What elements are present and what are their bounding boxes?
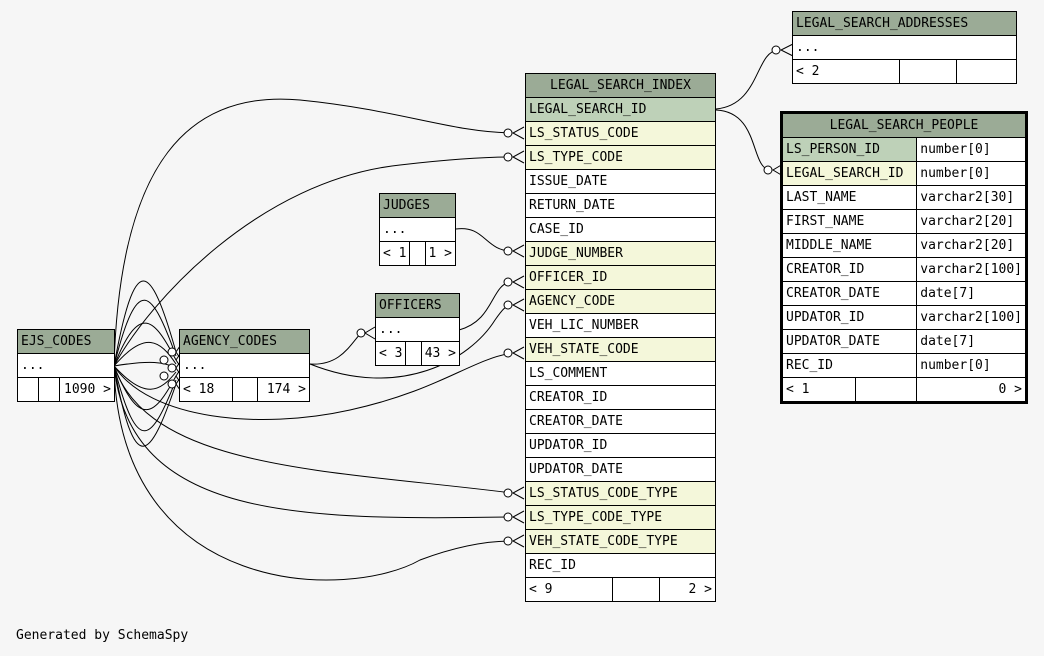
column-type: varchar2[20]: [916, 209, 1027, 234]
column-type: varchar2[100]: [916, 305, 1027, 330]
table-header: AGENCY_CODES: [179, 329, 310, 354]
column-type: number[0]: [916, 353, 1027, 378]
column-middle-name[interactable]: MIDDLE_NAME: [780, 233, 918, 258]
row-count-children: 0 >: [916, 377, 1027, 403]
column-creator-id[interactable]: CREATOR_ID: [780, 257, 918, 282]
ellipsis-row: ...: [375, 317, 460, 342]
row-count-parents: < 1: [378, 241, 411, 266]
table-agency-codes[interactable]: AGENCY_CODES ... < 18 174 >: [179, 329, 310, 402]
table-officers[interactable]: OFFICERS ... < 3 43 >: [374, 293, 461, 366]
column-type: number[0]: [916, 161, 1027, 186]
column-officer-id[interactable]: OFFICER_ID: [525, 265, 716, 290]
table-header: LEGAL_SEARCH_PEOPLE: [781, 112, 1027, 138]
column-ls-status-code[interactable]: LS_STATUS_CODE: [525, 121, 716, 146]
row-count-parents: < 3: [374, 341, 407, 366]
column-count: [854, 377, 918, 403]
column-case-id[interactable]: CASE_ID: [525, 217, 716, 242]
column-type: number[0]: [916, 137, 1027, 162]
column-creator-date[interactable]: CREATOR_DATE: [780, 281, 918, 306]
column-agency-code[interactable]: AGENCY_CODE: [525, 289, 716, 314]
column-judge-number[interactable]: JUDGE_NUMBER: [525, 241, 716, 266]
generated-by-footer: Generated by SchemaSpy: [16, 628, 189, 643]
column-updator-id[interactable]: UPDATOR_ID: [780, 305, 918, 330]
table-header: LEGAL_SEARCH_INDEX: [525, 73, 716, 98]
row-count-parents: < 2: [792, 59, 900, 84]
column-count: [899, 59, 957, 84]
column-count: [38, 377, 60, 402]
column-count: [612, 577, 660, 602]
column-rec-id[interactable]: REC_ID: [525, 553, 716, 578]
column-count: [405, 341, 422, 366]
table-judges[interactable]: JUDGES ... < 1 1 >: [378, 193, 457, 266]
column-type: varchar2[100]: [916, 257, 1027, 282]
table-legal-search-addresses[interactable]: LEGAL_SEARCH_ADDRESSES ... < 2: [792, 11, 1017, 84]
row-count-children: 1 >: [424, 241, 457, 266]
ellipsis-row: ...: [379, 217, 456, 242]
row-count-parents: < 9: [525, 577, 613, 602]
column-type: date[7]: [916, 329, 1027, 354]
row-count-children: 2 >: [659, 577, 716, 602]
column-updator-date[interactable]: UPDATOR_DATE: [525, 457, 716, 482]
table-header: LEGAL_SEARCH_ADDRESSES: [792, 11, 1017, 36]
column-ls-type-code-type[interactable]: LS_TYPE_CODE_TYPE: [525, 505, 716, 530]
column-type: date[7]: [916, 281, 1027, 306]
column-type: varchar2[30]: [916, 185, 1027, 210]
column-last-name[interactable]: LAST_NAME: [780, 185, 918, 210]
column-creator-date[interactable]: CREATOR_DATE: [525, 409, 716, 434]
column-first-name[interactable]: FIRST_NAME: [780, 209, 918, 234]
column-ls-status-code-type[interactable]: LS_STATUS_CODE_TYPE: [525, 481, 716, 506]
column-updator-id[interactable]: UPDATOR_ID: [525, 433, 716, 458]
column-ls-comment[interactable]: LS_COMMENT: [525, 361, 716, 386]
column-legal-search-id[interactable]: LEGAL_SEARCH_ID: [525, 97, 716, 122]
table-header: OFFICERS: [375, 293, 460, 318]
column-return-date[interactable]: RETURN_DATE: [525, 193, 716, 218]
row-count-parents: < 1: [781, 377, 856, 403]
row-count-parents: [17, 377, 39, 402]
table-legal-search-index[interactable]: LEGAL_SEARCH_INDEX LEGAL_SEARCH_ID LS_ST…: [525, 73, 716, 602]
row-count-parents: < 18: [179, 377, 233, 402]
column-ls-type-code[interactable]: LS_TYPE_CODE: [525, 145, 716, 170]
column-veh-lic-number[interactable]: VEH_LIC_NUMBER: [525, 313, 716, 338]
table-header: JUDGES: [379, 193, 456, 218]
ellipsis-row: ...: [792, 35, 1017, 60]
column-creator-id[interactable]: CREATOR_ID: [525, 385, 716, 410]
row-count-children: 174 >: [257, 377, 310, 402]
column-issue-date[interactable]: ISSUE_DATE: [525, 169, 716, 194]
column-type: varchar2[20]: [916, 233, 1027, 258]
row-count-children: 1090 >: [59, 377, 115, 402]
table-ejs-codes[interactable]: EJS_CODES ... 1090 >: [17, 329, 115, 402]
ellipsis-row: ...: [179, 353, 310, 378]
column-updator-date[interactable]: UPDATOR_DATE: [780, 329, 918, 354]
column-legal-search-id[interactable]: LEGAL_SEARCH_ID: [780, 161, 918, 186]
column-ls-person-id[interactable]: LS_PERSON_ID: [780, 137, 918, 162]
column-rec-id[interactable]: REC_ID: [780, 353, 918, 378]
table-legal-search-people[interactable]: LEGAL_SEARCH_PEOPLE LS_PERSON_ID number[…: [780, 111, 1028, 404]
ellipsis-row: ...: [17, 353, 115, 378]
table-header: EJS_CODES: [17, 329, 115, 354]
column-veh-state-code-type[interactable]: VEH_STATE_CODE_TYPE: [525, 529, 716, 554]
row-count-children: 43 >: [420, 341, 461, 366]
column-count: [232, 377, 258, 402]
column-veh-state-code[interactable]: VEH_STATE_CODE: [525, 337, 716, 362]
column-count: [409, 241, 426, 266]
row-count-children: [956, 59, 1017, 84]
